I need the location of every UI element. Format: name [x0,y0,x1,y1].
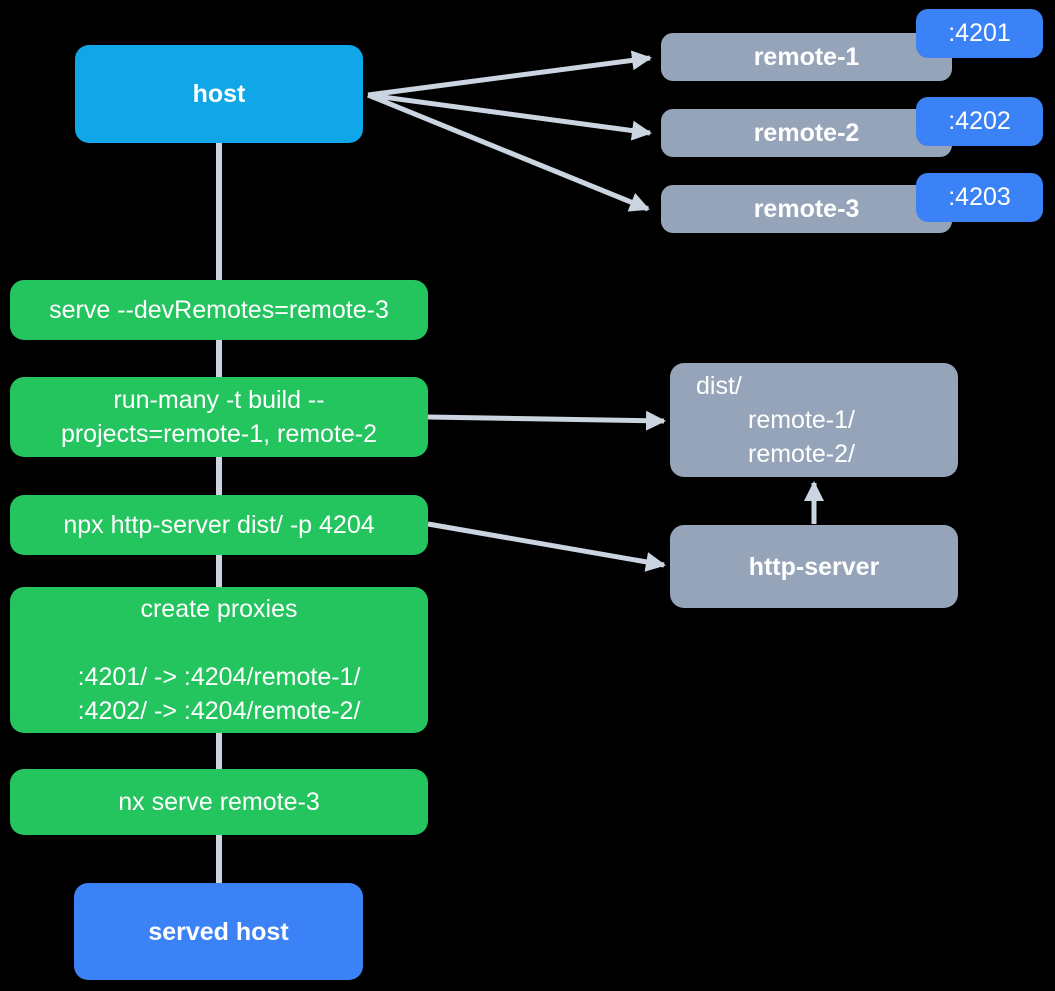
remote-2-port-badge: :4202 [916,97,1043,146]
remote-1-label: remote-1 [753,43,860,71]
step-text: serve --devRemotes=remote-3 [49,296,389,324]
host-node: host [75,45,363,143]
arrow-host-to-remote-3 [367,92,650,212]
step-create-proxies: create proxies :4201/ -> :4204/remote-1/… [10,587,428,733]
http-server-label: http-server [748,552,880,581]
remote-2-port: :4202 [948,107,1011,135]
remote-1-port: :4201 [948,19,1011,47]
dist-folder-node: dist/ remote-1/ remote-2/ [670,363,958,477]
host-label: host [192,80,246,108]
remote-1-node: remote-1 [661,33,952,81]
arrow-host-to-remote-2 [367,92,652,141]
arrow-build-to-dist [427,410,666,431]
remote-3-port: :4203 [948,183,1011,211]
step-serve-devremotes: serve --devRemotes=remote-3 [10,280,428,340]
arrow-host-to-remote-1 [367,50,652,98]
served-host-node: served host [74,883,363,980]
arrow-serve-to-http-server [427,521,666,572]
remote-3-port-badge: :4203 [916,173,1043,222]
remote-3-node: remote-3 [661,185,952,233]
step-text: :4202/ -> :4204/remote-2/ [77,697,361,725]
step-text: npx http-server dist/ -p 4204 [63,511,375,539]
dist-folder-remote-2: remote-2/ [748,440,855,468]
remote-1-port-badge: :4201 [916,9,1043,58]
step-text: nx serve remote-3 [118,788,320,816]
dist-folder-root: dist/ [696,372,742,400]
step-text: projects=remote-1, remote-2 [60,420,378,448]
step-text: create proxies [140,595,298,623]
step-nx-serve-remote-3: nx serve remote-3 [10,769,428,835]
remote-2-label: remote-2 [753,119,860,147]
step-text: run-many -t build -- [113,386,325,414]
dist-folder-remote-1: remote-1/ [748,406,855,434]
remote-2-node: remote-2 [661,109,952,157]
step-npx-http-server: npx http-server dist/ -p 4204 [10,495,428,555]
served-host-label: served host [148,917,289,946]
http-server-node: http-server [670,525,958,608]
remote-3-label: remote-3 [753,195,860,223]
step-run-many-build: run-many -t build -- projects=remote-1, … [10,377,428,457]
step-text: :4201/ -> :4204/remote-1/ [77,663,361,691]
